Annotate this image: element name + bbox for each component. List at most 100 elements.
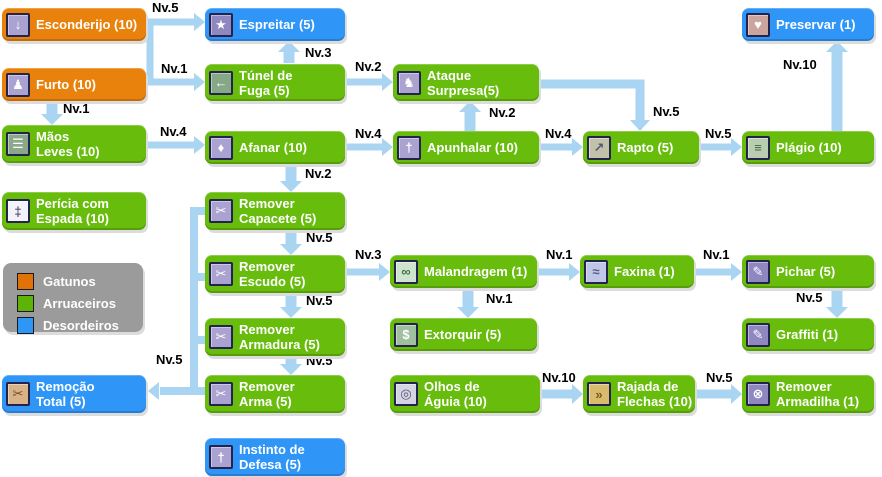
skill-label-line: Defesa (5) xyxy=(239,457,302,472)
connector-esconderijo-to-tunel-fuga xyxy=(146,20,194,86)
skill-rapto[interactable]: ↗Rapto (5) xyxy=(583,131,699,164)
skill-extorquir[interactable]: $Extorquir (5) xyxy=(390,318,537,351)
skill-label-line: Armadilha (1) xyxy=(776,394,860,409)
skill-label-line: Escudo (5) xyxy=(239,274,306,289)
sword-mastery-skill-icon: ‡ xyxy=(6,199,30,223)
skill-label: Preservar (1) xyxy=(776,17,856,32)
skill-label: Espreitar (5) xyxy=(239,17,315,32)
arrowhead-icon xyxy=(278,41,300,52)
skill-malandragem[interactable]: ∞Malandragem (1) xyxy=(390,255,537,288)
scribble-skill-icon: ✎ xyxy=(746,259,770,284)
skill-label-line: Rajada de xyxy=(617,379,679,394)
skill-label: Malandragem (1) xyxy=(424,264,527,279)
skill-preservar[interactable]: ♥Preservar (1) xyxy=(742,8,874,41)
skill-label-line: Capacete (5) xyxy=(239,211,317,226)
arrowhead-icon xyxy=(379,263,390,281)
skill-label-line: Instinto de xyxy=(239,442,305,457)
skill-label-line: Remoção xyxy=(36,379,95,394)
level-requirement-label: Nv.5 xyxy=(705,126,732,141)
skill-label-line: Perícia com xyxy=(36,196,109,211)
full-strip-skill-icon: ✂ xyxy=(6,382,30,406)
level-requirement-label: Nv.5 xyxy=(796,290,823,305)
skill-label-line: Rapto (5) xyxy=(617,140,674,155)
level-requirement-label: Nv.10 xyxy=(783,57,817,72)
arrowhead-icon xyxy=(457,307,479,318)
arrowhead-icon xyxy=(731,138,742,156)
skill-label-line: Armadura (5) xyxy=(239,337,320,352)
skill-afanar[interactable]: ♦ Afanar (10) xyxy=(205,131,345,164)
legend-item-gatunos: Gatunos xyxy=(17,270,143,292)
skill-label-line: Remover xyxy=(239,196,295,211)
snatch-skill-icon: ♦ xyxy=(209,135,233,160)
skill-label-line: Espreitar (5) xyxy=(239,17,315,32)
skill-label-line: Arma (5) xyxy=(239,394,292,409)
arrowhead-icon xyxy=(731,263,742,281)
level-requirement-label: Nv.2 xyxy=(305,166,332,181)
arrowhead-icon xyxy=(826,41,848,52)
arrowhead-icon xyxy=(280,181,302,192)
level-requirement-label: Nv.5 xyxy=(306,293,333,308)
legend-color-swatch xyxy=(17,316,34,334)
arrowhead-icon xyxy=(826,307,848,318)
skill-label: Esconderijo (10) xyxy=(36,17,137,32)
skill-label-line: Malandragem (1) xyxy=(424,264,528,279)
arrowhead-icon xyxy=(572,138,583,156)
graffiti-skill-icon: ✎ xyxy=(746,322,770,347)
level-requirement-label: Nv.5 xyxy=(306,353,333,368)
arrowhead-icon xyxy=(382,73,393,91)
skill-label-line: Remover xyxy=(239,259,295,274)
skill-esconderijo[interactable]: ↓Esconderijo (10) xyxy=(2,8,146,41)
skill-label: Furto (10) xyxy=(36,77,96,92)
skill-graffiti[interactable]: ✎Graffiti (1) xyxy=(742,318,874,351)
skill-apunhalar[interactable]: †Apunhalar (10) xyxy=(393,131,539,164)
level-requirement-label: Nv.1 xyxy=(546,247,573,262)
skill-espreitar[interactable]: ★Espreitar (5) xyxy=(205,8,345,41)
skill-label-line: Leves (10) xyxy=(36,144,100,159)
skill-faxina[interactable]: ≈Faxina (1) xyxy=(580,255,694,288)
surprise-attack-skill-icon: ♞ xyxy=(397,70,421,95)
skill-plagio[interactable]: ≡Plágio (10) xyxy=(742,131,874,164)
skill-label-line: Remover xyxy=(239,322,295,337)
arrowhead-icon xyxy=(194,136,205,154)
level-requirement-label: Nv.5 xyxy=(156,352,183,367)
level-requirement-label: Nv.10 xyxy=(542,370,576,385)
strip-weapon-skill-icon: ✂ xyxy=(209,382,233,406)
arrowhead-icon xyxy=(382,138,393,156)
level-requirement-label: Nv.1 xyxy=(161,61,188,76)
connector-ataque-surpresa-to-rapto xyxy=(540,79,645,120)
connector-strip-skills-to-remocao-total xyxy=(160,207,205,395)
arrowhead-icon xyxy=(459,101,481,112)
legend-item-desordeiros: Desordeiros xyxy=(17,314,143,336)
arrowhead-icon xyxy=(280,307,302,318)
skill-pichar[interactable]: ✎Pichar (5) xyxy=(742,255,874,288)
arrowhead-icon xyxy=(569,263,580,281)
level-requirement-label: Nv.4 xyxy=(355,126,382,141)
skill-furto[interactable]: ♟Furto (10) xyxy=(2,68,146,101)
legend-item-label: Gatunos xyxy=(43,273,96,289)
skill-label: Apunhalar (10) xyxy=(427,140,518,155)
skill-label: Afanar (10) xyxy=(239,140,307,155)
